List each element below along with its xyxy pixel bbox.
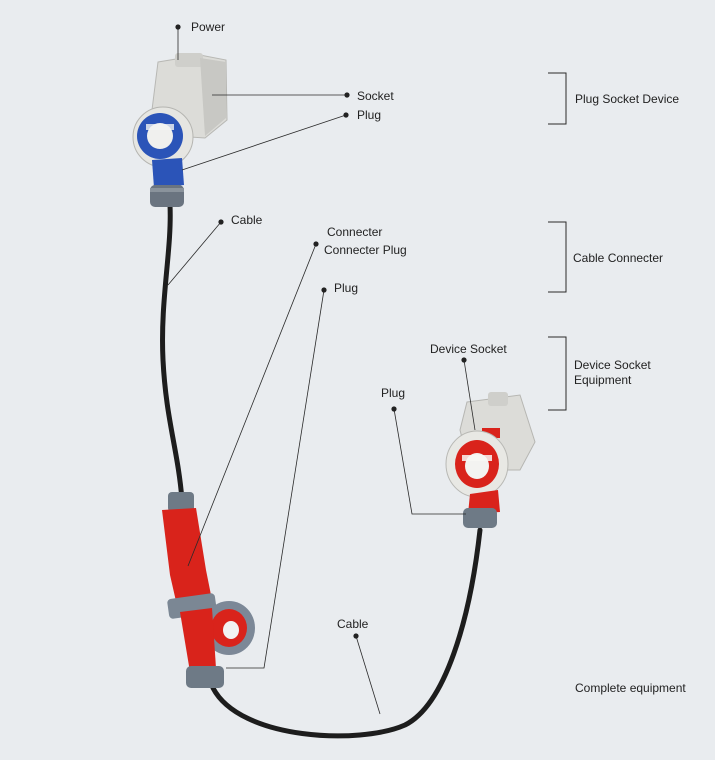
label-connecter: Connecter [327,225,383,239]
label-cable-top: Cable [231,213,263,227]
group-device-socket-equipment-line1: Device Socket [574,358,651,372]
blue-socket [132,106,194,168]
group-plug-socket-device: Plug Socket Device [575,92,680,106]
device-socket-housing [445,392,536,528]
group-complete-equipment: Complete equipment [575,681,686,695]
label-plug-top: Plug [357,108,382,122]
device-cable [210,527,483,739]
power-cable [160,202,185,503]
group-brackets [548,72,567,411]
red-connecter [162,492,255,688]
leader-lines [167,27,476,715]
label-plug-device: Plug [381,386,406,400]
blue-plug [150,158,184,207]
group-cable-connecter: Cable Connecter [573,251,664,265]
label-cable-bottom: Cable [337,617,369,631]
label-power: Power [191,20,226,34]
group-device-socket-equipment-line2: Equipment [574,373,632,387]
label-socket: Socket [357,89,394,103]
leader-dots [175,24,467,639]
group-device-socket-equipment: Device Socket Equipment [574,358,651,388]
label-device-socket: Device Socket [430,342,507,356]
label-connecter-plug: Connecter Plug [324,243,407,257]
label-plug-mid: Plug [334,281,359,295]
